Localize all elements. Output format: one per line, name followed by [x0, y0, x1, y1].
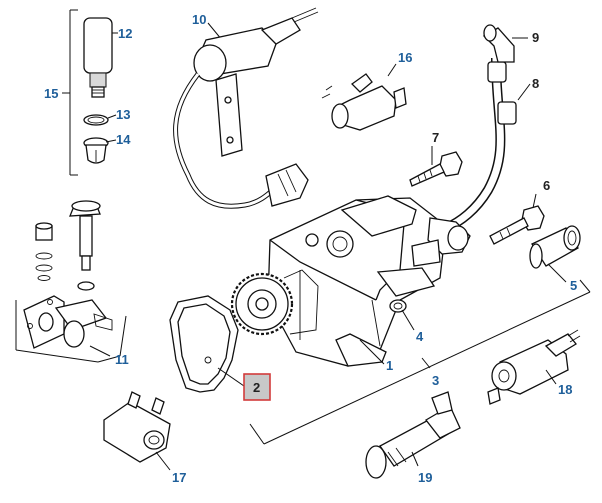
priming-pump-assembly-part-11[interactable]: [15, 295, 127, 363]
callout-12[interactable]: 12: [118, 26, 132, 41]
sensor-part-16[interactable]: [321, 63, 407, 131]
bolt-part-6[interactable]: [489, 193, 545, 245]
callout-3[interactable]: 3: [432, 373, 439, 388]
callout-10[interactable]: 10: [192, 12, 206, 27]
callout-8[interactable]: 8: [532, 76, 539, 91]
gasket-part-2[interactable]: [169, 295, 245, 393]
elbow-fitting-part-9[interactable]: [482, 24, 528, 63]
solenoid-valve-part-18[interactable]: [487, 329, 581, 405]
callout-7[interactable]: 7: [432, 130, 439, 145]
callout-4[interactable]: 4: [416, 329, 424, 344]
kit-bracket-part-3[interactable]: [249, 279, 591, 445]
solenoid-harness-part-10[interactable]: [173, 7, 319, 209]
injection-pump-part-1[interactable]: [267, 195, 471, 367]
filter-element-part-12[interactable]: [83, 17, 118, 98]
fitting-part-14[interactable]: [83, 137, 117, 164]
callout-box-part-2[interactable]: [243, 373, 271, 401]
mounting-block-part-17[interactable]: [103, 391, 171, 471]
o-ring-part-4[interactable]: [389, 299, 415, 331]
callout-15[interactable]: 15: [44, 86, 58, 101]
callout-6[interactable]: 6: [543, 178, 550, 193]
callout-18[interactable]: 18: [558, 382, 572, 397]
o-ring-part-13[interactable]: [83, 114, 117, 126]
callout-1[interactable]: 1: [386, 358, 393, 373]
hand-primer-part-19[interactable]: [365, 391, 461, 479]
callout-14[interactable]: 14: [116, 132, 131, 147]
callout-13[interactable]: 13: [116, 107, 130, 122]
callout-9[interactable]: 9: [532, 30, 539, 45]
callout-2[interactable]: 2: [253, 380, 260, 395]
callout-11[interactable]: 11: [115, 352, 129, 367]
sleeve-part-5[interactable]: [529, 225, 581, 283]
fitting-stack: [35, 222, 53, 281]
callout-5[interactable]: 5: [570, 278, 577, 293]
callout-16[interactable]: 16: [398, 50, 412, 65]
bolt-part-7[interactable]: [409, 146, 463, 187]
callout-19[interactable]: 19: [418, 470, 432, 485]
plunger-pump-component: [69, 200, 101, 291]
drive-gear: [230, 269, 319, 336]
fuel-line-part-8[interactable]: [443, 57, 531, 233]
callout-17[interactable]: 17: [172, 470, 186, 485]
filter-assembly-part-15[interactable]: [62, 9, 78, 176]
